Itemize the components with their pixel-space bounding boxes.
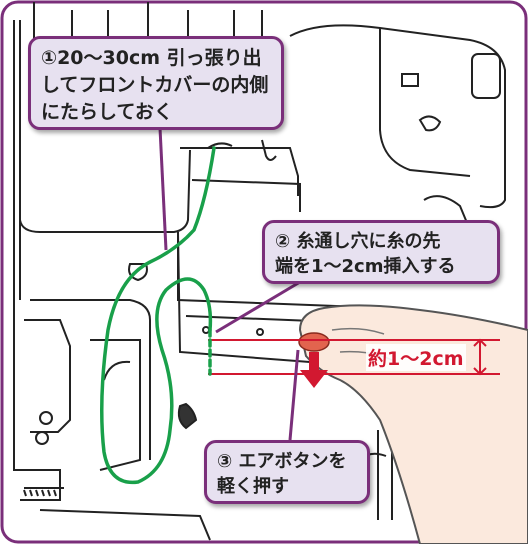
- callout-pointers: [158, 127, 301, 441]
- press-arrow-icon: [300, 352, 328, 388]
- callout-3-line-1: ③ エアボタンを: [217, 451, 347, 472]
- callout-2-line-2: 端を1〜2cm挿入する: [275, 256, 456, 277]
- callout-1-line-1: ①20〜30cm 引っ張り出: [41, 47, 262, 69]
- air-button: [298, 332, 330, 352]
- callout-1-line-3: にたらしておく: [41, 101, 173, 123]
- callout-pull-out-thread: ①20〜30cm 引っ張り出 してフロントカバーの内側 にたらしておく: [28, 36, 284, 130]
- measurement-label: 約1〜2cm: [366, 344, 466, 371]
- measurement-lines: [208, 338, 500, 376]
- callout-3-line-2: 軽く押す: [217, 476, 289, 497]
- thread: [100, 146, 216, 485]
- callout-2-line-1: ② 糸通し穴に糸の先: [275, 231, 441, 252]
- machine-drawing: [13, 2, 506, 541]
- callout-press-air-button: ③ エアボタンを 軽く押す: [204, 440, 370, 504]
- callout-1-line-2: してフロントカバーの内側: [41, 74, 269, 96]
- callout-insert-thread: ② 糸通し穴に糸の先 端を1〜2cm挿入する: [262, 220, 500, 284]
